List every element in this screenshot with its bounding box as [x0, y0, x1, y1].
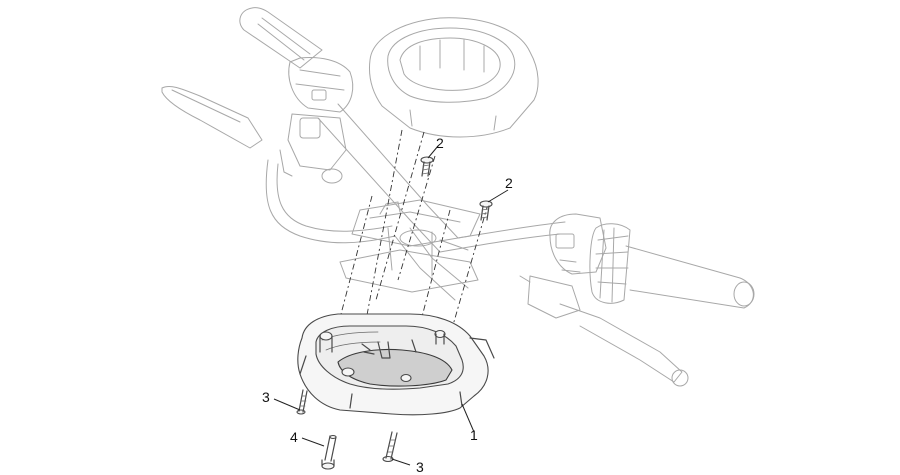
callout-2-right: 2 — [505, 175, 513, 191]
right-grip — [589, 223, 755, 309]
part-2-screw-b — [479, 200, 493, 221]
part-3-screw-left — [296, 389, 308, 415]
left-grip — [239, 7, 323, 69]
callout-3-bottom: 3 — [416, 459, 424, 475]
handlebar-tube — [265, 103, 566, 301]
part-4-bolt — [321, 434, 337, 470]
left-switch-housing — [288, 57, 354, 113]
part-3-screw-bottom — [382, 431, 398, 463]
left-brake-lever — [161, 85, 347, 184]
callout-4: 4 — [290, 429, 298, 445]
upper-handlebar-cover — [369, 17, 539, 138]
part-2-screw-a — [420, 156, 434, 177]
right-brake-lever — [519, 275, 689, 387]
handlebar-mount-bracket — [339, 199, 481, 293]
callout-1: 1 — [470, 427, 478, 443]
callout-leaders — [273, 145, 509, 466]
right-switch-housing — [549, 213, 607, 275]
part-1-lower-cover — [297, 313, 495, 416]
callout-2-upper: 2 — [436, 135, 444, 151]
callout-3-left: 3 — [262, 389, 270, 405]
